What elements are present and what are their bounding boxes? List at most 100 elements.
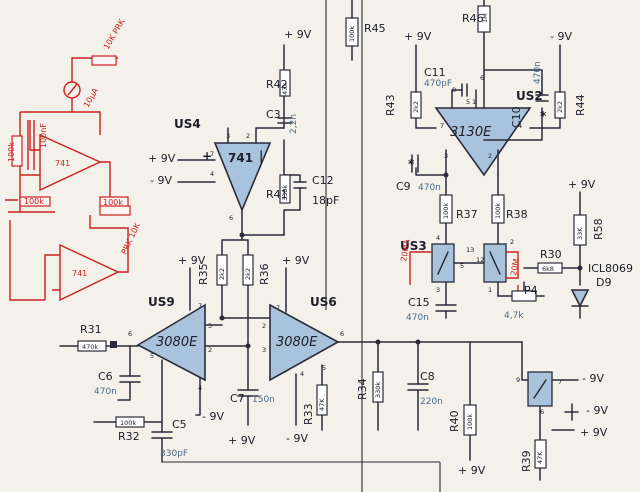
red-pot-2 (99, 205, 131, 216)
r34 (372, 371, 384, 403)
icl8069-ref: ICL8069 (588, 262, 633, 275)
us9-ref: US9 (148, 295, 175, 309)
c15-ref: C15 (408, 296, 430, 309)
r46-ref: R46 (462, 12, 484, 25)
p4-pot (511, 290, 537, 302)
us4-plus: + (202, 149, 212, 163)
c9-wire (415, 167, 447, 176)
us6-wiring (285, 267, 323, 426)
node-dot (577, 265, 583, 271)
r58-ref: R58 (592, 218, 605, 240)
r46 (477, 5, 491, 33)
r44-ref: R44 (574, 94, 587, 116)
r32-value: 100k (120, 419, 136, 427)
red-pot-2-value: PRK 10K (120, 221, 143, 256)
r36-ref: R36 (258, 263, 271, 285)
us2-wiring (445, 69, 543, 176)
us3-switch-a-blade (437, 251, 449, 275)
c9-star: * (408, 157, 415, 171)
red-wire (44, 215, 129, 300)
c10-ref: C10 (510, 106, 523, 128)
r43-value: 2k2 (412, 101, 420, 113)
r30-ref: R30 (540, 248, 562, 261)
r32-c5-wires (93, 359, 163, 463)
bottom-switch (527, 371, 553, 407)
us6-part: 3080E (276, 335, 318, 350)
c6-wires (117, 345, 131, 401)
d9-ref: D9 (596, 276, 611, 289)
us3-top-wires (445, 222, 499, 245)
reference-section: 6k8 R30 + 9V 33K R58 ICL8069 D9 (523, 178, 633, 319)
c7-supply: + 9V (228, 434, 256, 447)
red-wire (5, 174, 40, 201)
us6-pin6: 6 (340, 330, 344, 338)
red-opamp-2 (59, 243, 120, 302)
us2-pin4: 4 (518, 122, 522, 130)
r36-value: 2k2 (244, 268, 252, 280)
ota-section: 2k2 R35 2k2 R36 US9 3080E 7 3 2 4 6 5 + … (59, 254, 523, 463)
c11-ref: C11 (424, 66, 446, 79)
r45-ref: R45 (364, 22, 386, 35)
r40 (463, 404, 477, 436)
us6-pin3: 3 (262, 346, 266, 354)
c12-value: 18pF (312, 194, 339, 207)
us6-supply-pos: + 9V (282, 254, 310, 267)
r42-ref: R42 (266, 78, 288, 91)
us4-pin7: 7 (210, 150, 214, 158)
c12-ref: C12 (312, 174, 334, 187)
c7-value: 150n (252, 395, 275, 405)
us4-section: US4 741 + | 3 2 6 7 4 + 9V - 9V + 9V 47k… (148, 28, 339, 256)
red-cap-value: 100nF (39, 123, 48, 148)
r35-value: 2k2 (218, 268, 226, 280)
switch-supply-pos: + 9V (580, 426, 608, 439)
us3-switch-b-blade (489, 251, 501, 275)
node-dot (219, 315, 225, 321)
r44-value: 2k2 (556, 101, 564, 113)
us3-pin5: 5 (460, 262, 464, 270)
us6-supply-neg: - 9V (286, 432, 308, 445)
r32-ref: R32 (118, 430, 140, 443)
us3-pin12: 12 (476, 256, 484, 264)
c6-ref: C6 (98, 370, 113, 383)
r41-value: 330k (281, 185, 289, 201)
us3-pin3: 3 (436, 286, 440, 294)
us2-ref: US2 (516, 89, 543, 103)
us6-pin2: 2 (262, 322, 266, 330)
switch-supply-neg2: - 9V (586, 404, 608, 417)
us4-to-divider (221, 234, 249, 256)
us9-pin2: 2 (208, 346, 212, 354)
r42-value: 47k (281, 83, 289, 95)
divider-wires (221, 284, 271, 381)
c11-wires (451, 89, 477, 109)
r33-ref: R33 (302, 403, 315, 425)
us4-ref: US4 (174, 117, 201, 131)
us4-supply-wires (177, 159, 216, 183)
bottom-switch-supply (564, 403, 579, 421)
us9-pin5: 5 (150, 352, 154, 360)
c15-value: 470n (406, 313, 429, 323)
c5-value: 330pF (160, 449, 188, 459)
p4-ref: P4 (524, 284, 538, 297)
red-annotation-circuit: 741 741 100k 100k 100k 100nF 10µA 10K PR… (5, 17, 143, 302)
c9-ref: C9 (396, 180, 411, 193)
red-opamp-2-label: 741 (72, 269, 87, 278)
us2-pin7: 7 (440, 122, 444, 130)
c10-star: * (540, 109, 547, 123)
p4-value: 4,7k (504, 311, 524, 321)
us4-pin6: 6 (229, 214, 233, 222)
red-opamp-1-label: 741 (55, 159, 70, 168)
us3-wiring (445, 262, 499, 306)
us6-ota (269, 303, 340, 382)
r31 (77, 340, 107, 352)
red-switch-wires (409, 251, 519, 295)
us9-supply-neg: - 9V (202, 410, 224, 423)
r58-value: 33K (576, 227, 584, 240)
us3-section: 100k R37 100k R38 US3 4 3 5 13 12 2 1 20… (399, 194, 545, 323)
c3-value: 2,2n (289, 114, 299, 134)
c8-value: 220n (420, 397, 443, 407)
us2-opamp (434, 107, 532, 177)
us9-pin7: 7 (198, 302, 202, 310)
us2-supply-wires (415, 44, 561, 129)
us3-ref: US3 (400, 239, 427, 253)
